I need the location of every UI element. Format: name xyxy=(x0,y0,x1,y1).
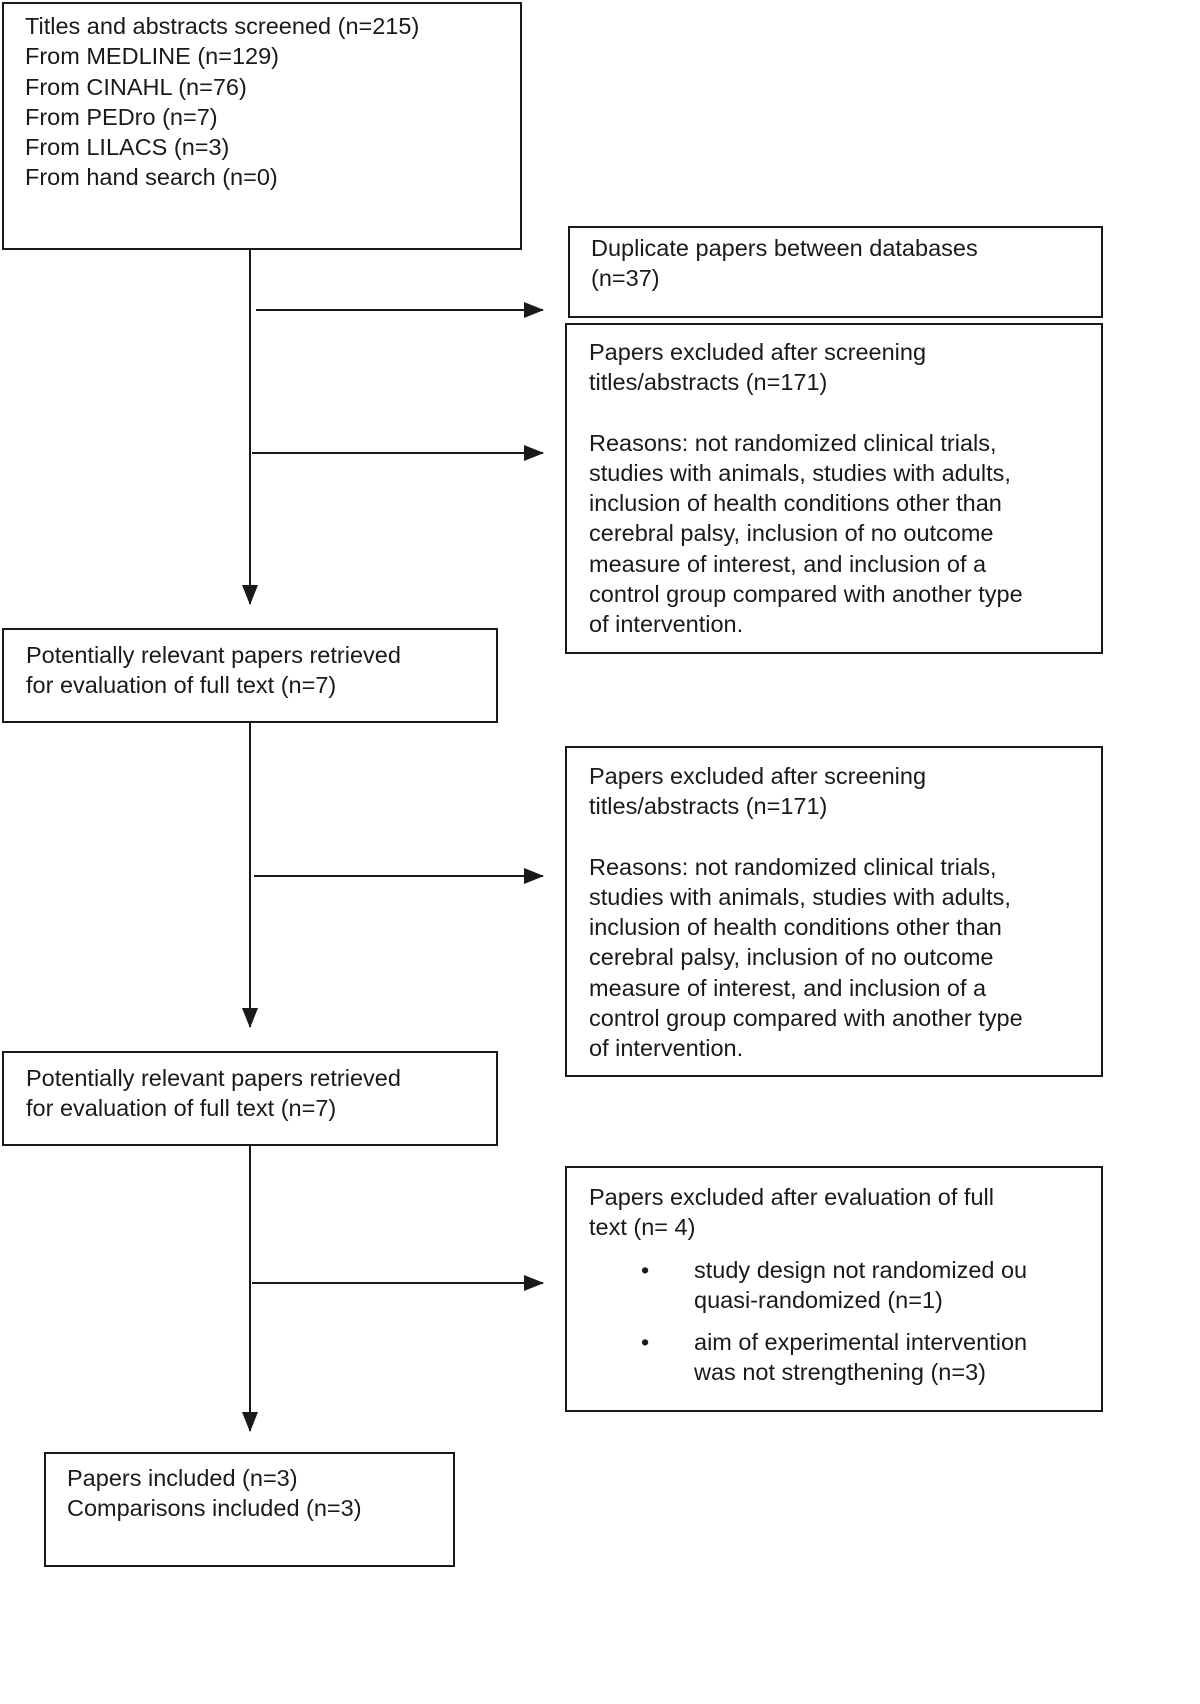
screened-text: Titles and abstracts screened (n=215) Fr… xyxy=(25,11,419,193)
retrieved-2-count: for evaluation of full text (n=7) xyxy=(26,1095,337,1122)
excluded-screening-text-1: Papers excluded after screening titles/a… xyxy=(589,337,1023,640)
bullet-item-aim: • aim of experimental intervention was n… xyxy=(641,1327,1027,1388)
excluded-2-reason-line: inclusion of health conditions other tha… xyxy=(589,914,1002,941)
excluded-screening-box-2 xyxy=(565,746,1103,1077)
excluded-1-reason-line: control group compared with another type xyxy=(589,581,1023,608)
excluded-2-reason-line: studies with animals, studies with adult… xyxy=(589,883,1011,910)
excluded-1-reason-line: inclusion of health conditions other tha… xyxy=(589,490,1002,517)
excluded-1-reason-line: studies with animals, studies with adult… xyxy=(589,459,1011,486)
excluded-2-heading-count: titles/abstracts (n=171) xyxy=(589,793,828,820)
excluded-1-reason-line: cerebral palsy, inclusion of no outcome xyxy=(589,520,994,547)
bullet-item-study-design: • study design not randomized ou quasi-r… xyxy=(641,1255,1027,1316)
excluded-1-reason-line: measure of interest, and inclusion of a xyxy=(589,550,987,577)
duplicates-count: (n=37) xyxy=(591,265,660,292)
included-box xyxy=(44,1452,455,1567)
screened-box xyxy=(2,2,522,250)
screened-lilacs: From LILACS (n=3) xyxy=(25,134,230,161)
bullet-2-line: aim of experimental intervention xyxy=(694,1329,1028,1356)
bullet-2-line: was not strengthening (n=3) xyxy=(694,1359,986,1386)
excluded-1-reason-line: Reasons: not randomized clinical trials, xyxy=(589,429,997,456)
flow-connectors xyxy=(242,250,544,1432)
excluded-screening-box-1 xyxy=(565,323,1103,654)
bullet-icon: • xyxy=(641,1256,650,1283)
excluded-2-reason-line: measure of interest, and inclusion of a xyxy=(589,974,987,1001)
excluded-full-text-heading-line: Papers excluded after evaluation of full xyxy=(589,1184,994,1210)
retrieved-2-line: Potentially relevant papers retrieved xyxy=(26,1065,401,1091)
bullet-1-line: quasi-randomized (n=1) xyxy=(694,1286,943,1313)
bullet-1-line: study design not randomized ou xyxy=(694,1256,1028,1283)
comparisons-included: Comparisons included (n=3) xyxy=(67,1495,362,1522)
excluded-2-reason-line: cerebral palsy, inclusion of no outcome xyxy=(589,944,994,971)
excluded-1-heading-line: Papers excluded after screening xyxy=(589,339,927,365)
included-text: Papers included (n=3) Comparisons includ… xyxy=(67,1463,362,1524)
excluded-full-text-text: Papers excluded after evaluation of full… xyxy=(589,1182,1027,1388)
screened-hand-search: From hand search (n=0) xyxy=(25,164,278,191)
screened-medline: From MEDLINE (n=129) xyxy=(25,43,280,70)
excluded-2-heading-line: Papers excluded after screening xyxy=(589,763,927,789)
screened-cinahl: From CINAHL (n=76) xyxy=(25,73,247,100)
excluded-screening-text-2: Papers excluded after screening titles/a… xyxy=(589,761,1023,1064)
excluded-full-text-box xyxy=(565,1166,1103,1412)
excluded-1-heading-count: titles/abstracts (n=171) xyxy=(589,369,828,396)
bullet-icon: • xyxy=(641,1329,650,1356)
excluded-1-reason-line: of intervention. xyxy=(589,611,744,638)
screened-pedro: From PEDro (n=7) xyxy=(25,103,218,130)
excluded-2-reason-line: control group compared with another type xyxy=(589,1005,1023,1032)
screened-total: Titles and abstracts screened (n=215) xyxy=(25,13,420,39)
duplicates-box xyxy=(568,226,1103,318)
retrieved-1-count: for evaluation of full text (n=7) xyxy=(26,672,337,699)
papers-included: Papers included (n=3) xyxy=(67,1465,298,1491)
duplicates-title: Duplicate papers between databases xyxy=(591,235,978,261)
excluded-full-text-heading-count: text (n= 4) xyxy=(589,1214,696,1241)
retrieved-box-2 xyxy=(2,1051,498,1146)
excluded-2-reason-line: of intervention. xyxy=(589,1035,744,1062)
retrieved-text-1: Potentially relevant papers retrieved fo… xyxy=(26,640,401,701)
retrieved-box-1 xyxy=(2,628,498,723)
retrieved-text-2: Potentially relevant papers retrieved fo… xyxy=(26,1063,401,1124)
retrieved-1-line: Potentially relevant papers retrieved xyxy=(26,642,401,668)
excluded-2-reason-line: Reasons: not randomized clinical trials, xyxy=(589,853,997,880)
duplicates-text: Duplicate papers between databases (n=37… xyxy=(591,233,978,294)
